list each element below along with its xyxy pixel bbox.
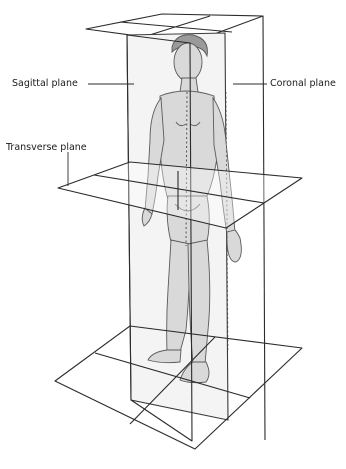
- coronal-plane-label: Coronal plane: [270, 79, 336, 89]
- transverse-plane-label: Transverse plane: [6, 143, 87, 153]
- coronal-right-edge: [263, 16, 265, 440]
- sagittal-plane-label: Sagittal plane: [12, 79, 78, 89]
